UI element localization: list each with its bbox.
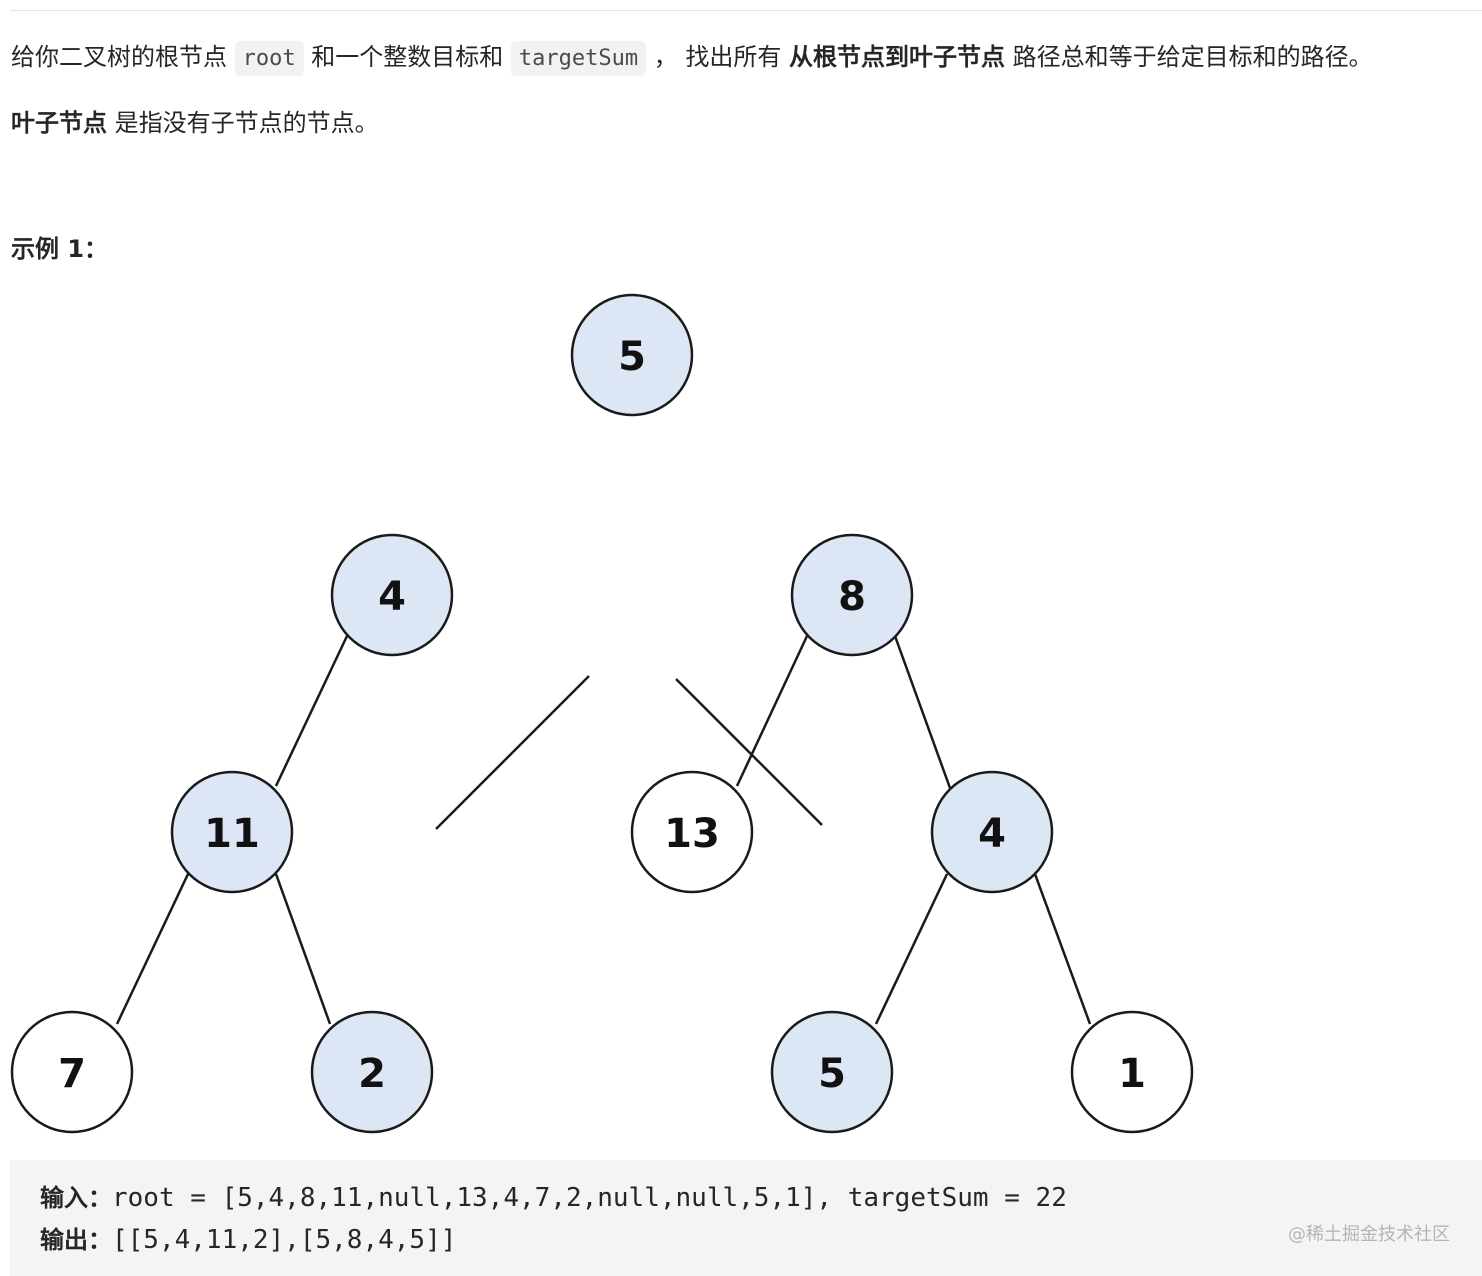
code-root: root (234, 41, 304, 76)
node-value: 5 (818, 1051, 846, 1097)
node-circle (930, 770, 1054, 894)
tree-node-node-11: 11 (170, 770, 294, 894)
node-value: 4 (378, 574, 406, 620)
input-label: 输入： (40, 1184, 112, 1212)
input-value: root = [5,4,8,11,null,13,4,7,2,null,null… (112, 1183, 1067, 1213)
tree-node-root-5: 5 (570, 293, 694, 417)
tree-node-node-4: 4 (330, 533, 454, 657)
edge-5-4 (435, 675, 590, 830)
output-value: [[5,4,11,2],[5,8,4,5]] (112, 1225, 457, 1255)
node-circle (170, 770, 294, 894)
description-text-4: 路径总和等于给定目标和的路径。 (1005, 43, 1373, 71)
edge-8-4 (893, 635, 952, 789)
node-value: 8 (838, 574, 866, 620)
leaf-definition: 叶子节点 是指没有子节点的节点。 (11, 106, 379, 140)
node-circle (570, 293, 694, 417)
leaf-term: 叶子节点 (11, 109, 107, 137)
node-circle (790, 533, 914, 657)
example-code-block: 输入：root = [5,4,8,11,null,13,4,7,2,null,n… (10, 1160, 1482, 1276)
edge-11-2 (274, 873, 332, 1025)
top-divider (10, 10, 1482, 11)
node-circle (310, 1010, 434, 1134)
node-value: 1 (1118, 1051, 1146, 1097)
node-value: 11 (204, 811, 260, 857)
node-value: 5 (618, 334, 646, 380)
node-value: 4 (978, 811, 1006, 857)
edge-5-8 (675, 678, 823, 826)
binary-tree-diagram: 5 4 8 11 13 4 7 2 5 1 (10, 293, 1194, 1134)
node-circle (630, 770, 754, 894)
edge-8-13 (735, 635, 809, 787)
code-target-sum: targetSum (510, 41, 647, 76)
tree-node-node-13: 13 (630, 770, 754, 894)
node-value: 7 (58, 1051, 86, 1097)
tree-node-node-7: 7 (10, 1010, 134, 1134)
node-circle (1070, 1010, 1194, 1134)
tree-edges (115, 635, 1092, 1025)
problem-description: 给你二叉树的根节点 root 和一个整数目标和 targetSum ， 找出所有… (11, 40, 1373, 76)
leaf-definition-text: 是指没有子节点的节点。 (107, 109, 379, 137)
node-value: 2 (358, 1051, 386, 1097)
description-text-2: 和一个整数目标和 (303, 43, 511, 71)
tree-node-node-1: 1 (1070, 1010, 1194, 1134)
tree-node-node-8: 8 (790, 533, 914, 657)
example-input: 输入：root = [5,4,8,11,null,13,4,7,2,null,n… (40, 1180, 1067, 1216)
node-value: 13 (664, 811, 720, 857)
tree-node-node-5b: 5 (770, 1010, 894, 1134)
tree-node-node-2: 2 (310, 1010, 434, 1134)
description-text-3: ， 找出所有 (646, 43, 789, 71)
node-circle (10, 1010, 134, 1134)
tree-node-node-4b: 4 (930, 770, 1054, 894)
output-label: 输出： (40, 1226, 112, 1254)
edge-4-1 (1033, 873, 1092, 1025)
description-text-1: 给你二叉树的根节点 (11, 43, 235, 71)
tree-nodes: 5 4 8 11 13 4 7 2 5 1 (10, 293, 1194, 1134)
example-output: 输出：[[5,4,11,2],[5,8,4,5]] (40, 1222, 456, 1258)
node-circle (770, 1010, 894, 1134)
edge-4-5 (874, 873, 949, 1025)
edge-11-7 (115, 873, 190, 1025)
description-emphasis: 从根节点到叶子节点 (789, 43, 1005, 71)
node-circle (330, 533, 454, 657)
edge-4-11 (274, 635, 349, 787)
watermark: @稀土掘金技术社区 (1288, 1224, 1450, 1245)
example-heading: 示例 1： (11, 235, 109, 263)
